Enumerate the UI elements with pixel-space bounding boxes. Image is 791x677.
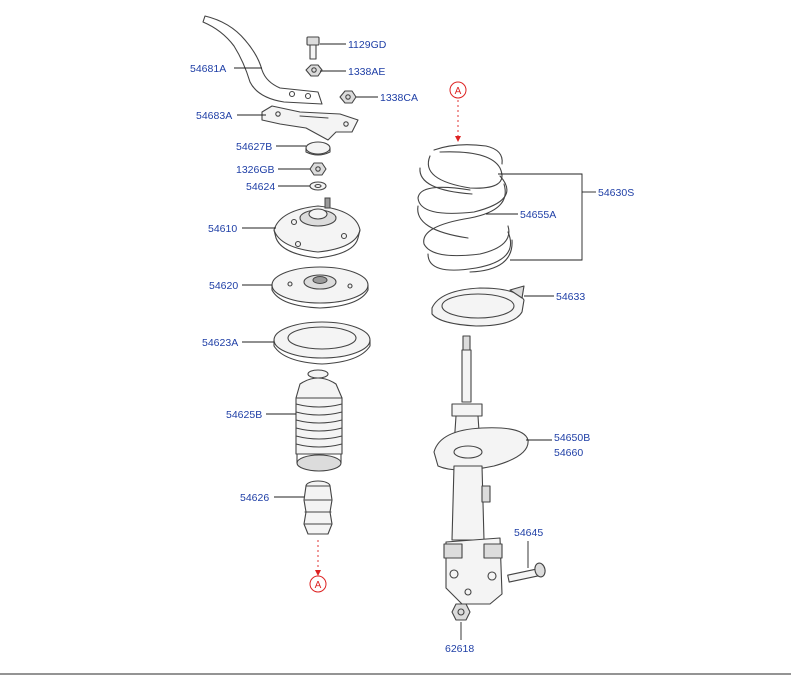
cap-54627b-part: [305, 141, 331, 156]
svg-text:A: A: [315, 580, 322, 591]
label-1338ca[interactable]: 1338CA: [380, 92, 418, 104]
label-54627b[interactable]: 54627B: [236, 141, 272, 153]
label-54626[interactable]: 54626: [240, 492, 269, 504]
label-62618[interactable]: 62618: [445, 643, 474, 655]
label-54655a[interactable]: 54655A: [520, 209, 556, 221]
bearing-54620-part: [271, 266, 369, 309]
label-54660[interactable]: 54660: [554, 447, 583, 459]
plate-54683a-part: [261, 105, 359, 141]
label-54645[interactable]: 54645: [514, 527, 543, 539]
label-54630s[interactable]: 54630S: [598, 187, 634, 199]
reference-a-top: A: [449, 81, 467, 142]
label-54623a[interactable]: 54623A: [202, 337, 238, 349]
nut-1326gb-part: [309, 162, 327, 176]
bolt-54645-part: [507, 562, 546, 583]
stabilizer-bracket-part: [202, 15, 323, 105]
coil-spring-54655a-part: [417, 144, 513, 273]
strut-assembly-54650b-part: [433, 335, 529, 605]
strut-mount-54610-part: [273, 197, 361, 259]
label-54620[interactable]: 54620: [209, 280, 238, 292]
reference-a-bottom: A: [309, 540, 327, 593]
label-54625b[interactable]: 54625B: [226, 409, 262, 421]
bolt-1129gd-part: [306, 36, 320, 60]
dust-boot-54625b-part: [295, 369, 343, 472]
label-1338ae[interactable]: 1338AE: [348, 66, 385, 78]
label-54681a[interactable]: 54681A: [190, 63, 226, 75]
part-labels: 1129GD 54681A 1338AE 1338CA 54683A 54627…: [190, 39, 634, 655]
label-54624[interactable]: 54624: [246, 181, 275, 193]
leader-lines: [234, 43, 596, 640]
label-54633[interactable]: 54633: [556, 291, 585, 303]
spring-pad-54623a-part: [273, 321, 371, 365]
svg-text:A: A: [455, 86, 462, 97]
label-1326gb[interactable]: 1326GB: [236, 164, 275, 176]
label-54683a[interactable]: 54683A: [196, 110, 232, 122]
nut-1338ae-part: [305, 64, 323, 77]
label-54650b[interactable]: 54650B: [554, 432, 590, 444]
label-54610[interactable]: 54610: [208, 223, 237, 235]
label-1129gd[interactable]: 1129GD: [348, 39, 387, 51]
washer-54624-part: [309, 181, 327, 191]
spring-seat-54633-part: [431, 285, 525, 327]
nut-62618-part: [451, 603, 471, 621]
nut-1338ca-part: [339, 90, 357, 104]
bump-stop-54626-part: [303, 480, 333, 535]
